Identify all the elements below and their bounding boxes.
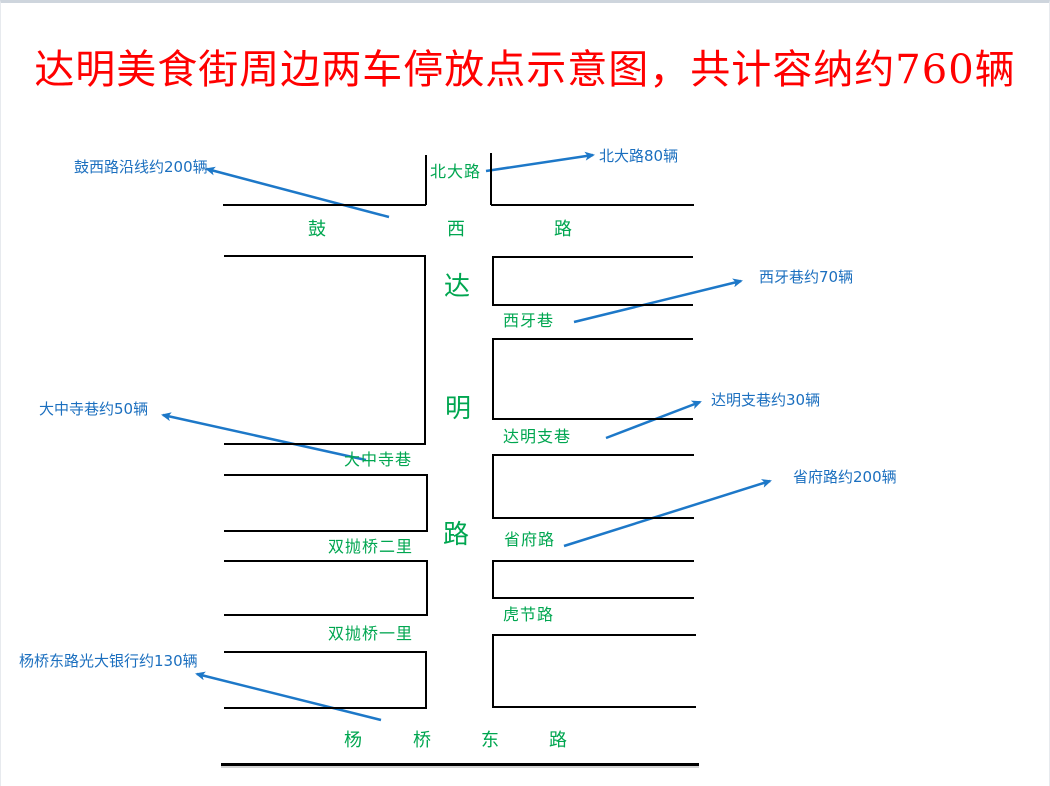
- parking-annotation: 大中寺巷约50辆: [39, 400, 149, 418]
- parking-annotation: 杨桥东路光大银行约130辆: [19, 652, 198, 670]
- street-label: 双抛桥一里: [328, 624, 414, 643]
- city-block: [492, 454, 694, 519]
- street-label: 东: [481, 730, 500, 751]
- street-label: 省府路: [504, 530, 556, 549]
- diagram-canvas: 北大路鼓西路达明路西牙巷达明支巷大中寺巷双抛桥二里省府路虎节路双抛桥一里杨桥东路…: [1, 3, 1049, 786]
- road-line: [490, 153, 492, 205]
- street-label: 路: [554, 219, 573, 240]
- parking-annotation: 省府路约200辆: [793, 468, 897, 486]
- street-label: 路: [443, 520, 471, 550]
- road-line: [425, 155, 427, 205]
- road-line: [221, 762, 699, 766]
- street-label: 西牙巷: [503, 311, 555, 330]
- city-block: [492, 256, 693, 306]
- city-block: [224, 651, 427, 709]
- street-label: 杨: [344, 730, 363, 751]
- street-label: 北大路: [430, 162, 482, 181]
- street-label: 虎节路: [503, 605, 555, 624]
- street-label: 路: [549, 730, 568, 751]
- annotation-arrow: [205, 166, 390, 219]
- parking-annotation: 鼓西路沿线约200辆: [74, 158, 208, 176]
- street-label: 西: [447, 219, 466, 240]
- street-label: 达: [444, 272, 472, 302]
- city-block: [224, 560, 428, 616]
- street-label: 明: [445, 394, 473, 424]
- city-block: [492, 560, 694, 599]
- street-label: 鼓: [308, 219, 327, 240]
- street-label: 达明支巷: [503, 427, 572, 446]
- street-label: 大中寺巷: [344, 450, 413, 469]
- street-label: 桥: [413, 730, 432, 751]
- street-label: 双抛桥二里: [328, 537, 414, 556]
- parking-annotation: 西牙巷约70辆: [759, 268, 854, 286]
- parking-annotation: 北大路80辆: [599, 147, 679, 165]
- city-block: [224, 474, 428, 532]
- annotation-arrow: [485, 151, 595, 173]
- city-block: [492, 634, 696, 708]
- city-block: [224, 255, 426, 445]
- city-block: [492, 338, 693, 420]
- road-line: [223, 204, 426, 206]
- parking-annotation: 达明支巷约30辆: [711, 391, 821, 409]
- slide-title: 达明美食街周边两车停放点示意图，共计容纳约760辆: [34, 47, 1016, 93]
- road-line: [491, 204, 694, 206]
